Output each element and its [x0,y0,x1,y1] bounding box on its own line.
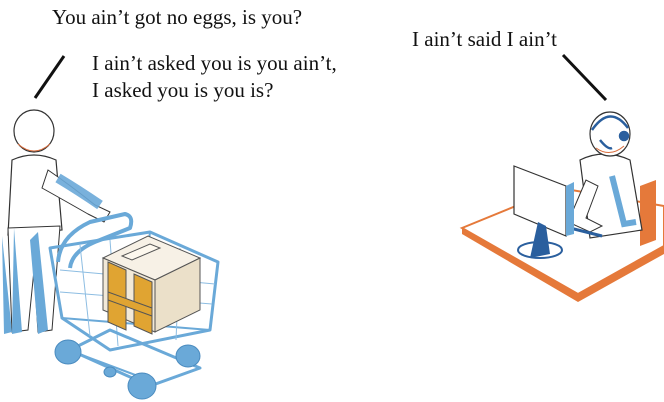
shopper-question-text: You ain’t got no eggs, is you? [52,5,303,29]
chair [640,180,656,246]
shopper-reply-line-1: I ain’t asked you is you ain’t, [92,51,337,75]
cart-wheels [54,339,201,400]
shopper-speech-pointer [33,55,66,99]
clerk-speech-pointer [561,53,608,102]
clerk-figure [567,111,643,239]
shopper-figure [2,109,111,334]
shopper-reply-text: I ain’t asked you is you ain’t, I asked … [92,50,337,104]
clerk-reply-text: I ain’t said I ain’t [412,27,558,51]
computer-monitor [513,165,574,259]
shopper-reply-line-2: I asked you is you is? [92,78,274,102]
headset [590,115,630,150]
cardboard-box [101,235,202,335]
